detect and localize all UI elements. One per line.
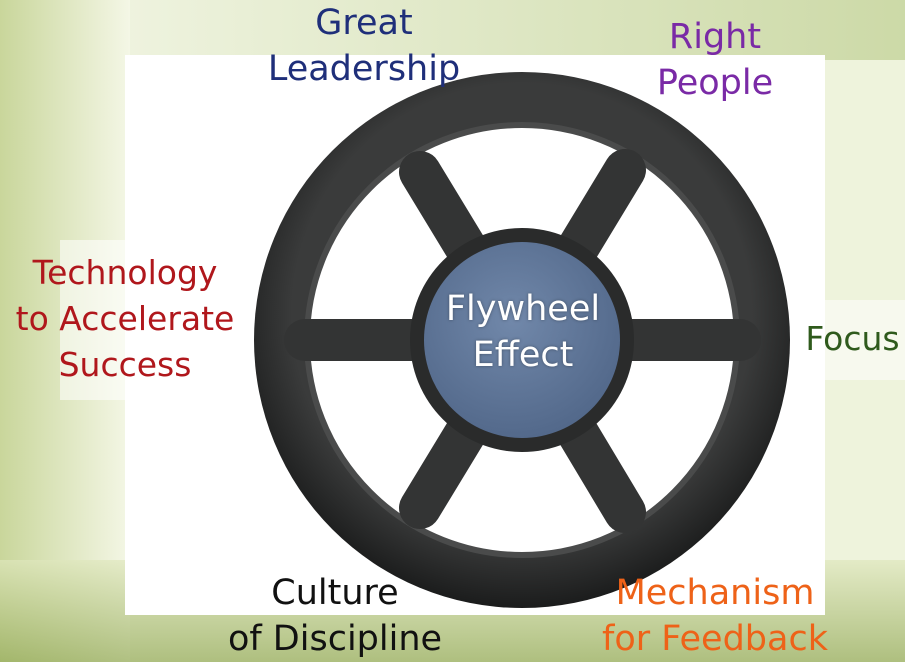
label-technology-line2: to Accelerate — [15, 299, 235, 338]
label-great-leadership: Great Leadership — [264, 0, 464, 92]
label-technology: Technology to Accelerate Success — [0, 250, 250, 388]
label-mechanism-for-feedback: Mechanism for Feedback — [590, 570, 840, 662]
label-right-people-line2: People — [656, 63, 774, 103]
hub-label: Flywheel Effect — [413, 286, 633, 378]
label-focus: Focus — [800, 316, 905, 362]
hub-label-line1: Flywheel — [445, 289, 601, 329]
label-right-people-line1: Right — [668, 17, 762, 57]
label-mechanism-line1: Mechanism — [615, 573, 815, 613]
label-culture-of-discipline: Culture of Discipline — [215, 570, 455, 662]
label-culture-line2: of Discipline — [227, 619, 443, 659]
label-mechanism-line2: for Feedback — [602, 619, 828, 659]
label-focus-line1: Focus — [805, 319, 900, 358]
label-great-leadership-line2: Leadership — [267, 49, 461, 89]
label-technology-line1: Technology — [32, 253, 218, 292]
flywheel-hub — [424, 242, 620, 438]
label-culture-line1: Culture — [271, 573, 399, 613]
label-technology-line3: Success — [58, 345, 192, 384]
hub-label-line2: Effect — [472, 335, 574, 375]
label-great-leadership-line1: Great — [315, 3, 413, 43]
label-right-people: Right People — [640, 14, 790, 106]
